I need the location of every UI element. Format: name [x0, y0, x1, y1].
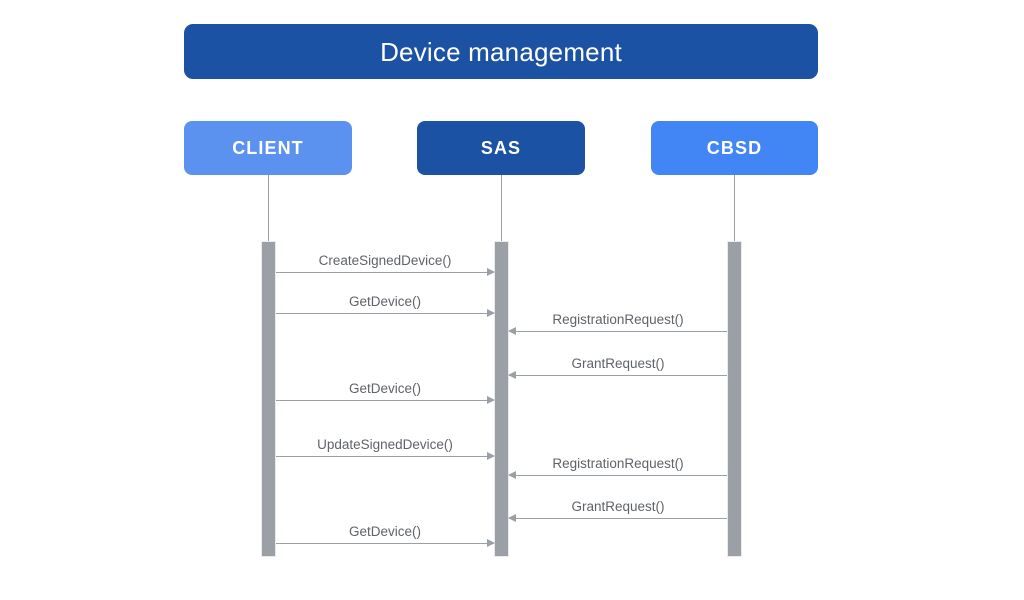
message-line: [276, 456, 494, 457]
message-label: GrantRequest(): [571, 498, 665, 514]
lifeline-cbsd: [734, 175, 735, 241]
message-label: UpdateSignedDevice(): [317, 436, 453, 452]
participant-sas-label: SAS: [480, 138, 522, 158]
message-label: GetDevice(): [348, 380, 421, 396]
message-line: [509, 375, 727, 376]
arrowhead-left-icon: [508, 514, 516, 522]
participant-cbsd-label: CBSD: [706, 138, 763, 158]
arrowhead-left-icon: [508, 327, 516, 335]
message-line: [276, 543, 494, 544]
message-line: [509, 331, 727, 332]
participant-client[interactable]: CLIENT: [184, 121, 352, 175]
participant-cbsd[interactable]: CBSD: [651, 121, 818, 175]
message-label: GetDevice(): [348, 523, 421, 539]
arrowhead-right-icon: [487, 309, 495, 317]
message-label: RegistrationRequest(): [552, 311, 684, 327]
activation-bar-client: [261, 241, 276, 557]
message-label: CreateSignedDevice(): [318, 252, 452, 268]
message-line: [276, 400, 494, 401]
activation-bar-sas: [494, 241, 509, 557]
page-title: Device management: [380, 36, 622, 67]
arrowhead-right-icon: [487, 396, 495, 404]
message-label: GetDevice(): [348, 293, 421, 309]
message-label: GrantRequest(): [571, 355, 665, 371]
message-line: [509, 518, 727, 519]
participant-sas[interactable]: SAS: [417, 121, 585, 175]
arrowhead-right-icon: [487, 539, 495, 547]
message-line: [509, 475, 727, 476]
message-line: [276, 272, 494, 273]
arrowhead-left-icon: [508, 371, 516, 379]
arrowhead-right-icon: [487, 452, 495, 460]
message-label: RegistrationRequest(): [552, 455, 684, 471]
lifeline-sas: [501, 175, 502, 241]
diagram-title-banner: Device management: [184, 24, 818, 79]
arrowhead-left-icon: [508, 471, 516, 479]
message-line: [276, 313, 494, 314]
activation-bar-cbsd: [727, 241, 742, 557]
arrowhead-right-icon: [487, 268, 495, 276]
lifeline-client: [268, 175, 269, 241]
participant-client-label: CLIENT: [232, 138, 304, 158]
